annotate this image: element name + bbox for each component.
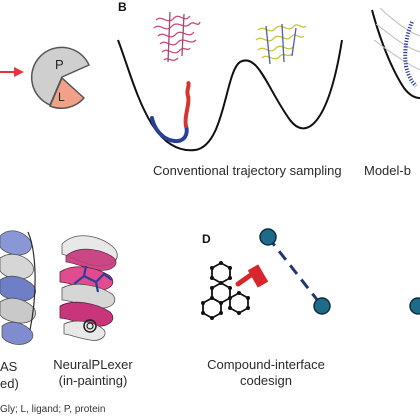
energy-landscape-curve [117,39,343,152]
panel-letter-d: D [202,232,211,246]
protein-ligand-pie-icon [30,46,90,109]
pie-label-l: L [58,90,65,104]
fused-ring-compound-icon [202,261,249,320]
red-linker-icon [235,264,269,288]
interface-node-edge [409,297,420,315]
red-arrow-icon [0,67,24,77]
caption-codesign-line2: codesign [239,373,293,388]
trajectory-blue [150,116,189,144]
trajectory-red [183,80,191,128]
atom-dots [201,261,250,320]
caption-codesign-line1: Compound-interface [207,357,325,372]
model-based-landscape [371,7,420,99]
caption-left-line2: ed) [0,376,19,391]
caption-conventional-sampling: Conventional trajectory sampling [153,163,342,178]
caption-left-line1: AS [0,359,18,374]
pie-label-p: P [55,57,64,72]
caption-model-based: Model-b [364,163,411,178]
interface-node-bottom [313,297,331,315]
legend-footnote: Gly; L, ligand; P, protein [0,404,106,415]
caption-codesign: Compound-interface codesign [200,357,332,389]
ribbon-structure-left [0,230,36,345]
protein-structure-pink [153,11,201,63]
interface-node-top [259,228,277,246]
caption-neuralplexer: NeuralPLexer (in-painting) [48,357,138,389]
ribbon-structure-neuralplexer [59,235,118,341]
panel-letter-b: B [118,0,127,14]
caption-neuralplexer-line1: NeuralPLexer [53,357,133,372]
dashed-link [266,236,324,307]
protein-structure-yellow [255,23,307,65]
caption-neuralplexer-line2: (in-painting) [58,373,128,388]
